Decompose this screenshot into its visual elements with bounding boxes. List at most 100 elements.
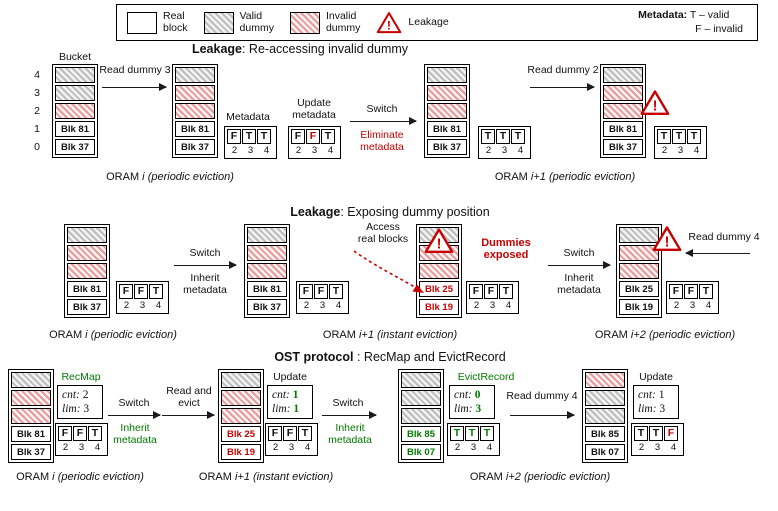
bucket-cell-real: Blk 85 [401,426,441,442]
metadata-flag: F [73,426,87,441]
bucket-cell-real: Blk 37 [67,299,107,315]
caption-oram-i2: ORAM i+2 (periodic eviction) [469,471,611,483]
bucket-cell-invalid [175,103,215,119]
leakage-warning-icon: ! [377,12,402,34]
block-label: Blk 37 [17,446,45,458]
metadata-flag: T [321,129,335,144]
metadata-flag: F [299,284,313,299]
bucket-cell-valid [401,372,441,388]
metadata-flag: T [511,129,525,144]
metadata-flag: T [450,426,464,441]
block-label: Blk 07 [591,446,619,458]
bucket-cell-valid [221,372,261,388]
metadata-slot-number: 4 [304,442,311,453]
metadata-flag: T [649,426,663,441]
leakage-warning-icon: ! [652,226,682,251]
caption-oram-i: ORAM i (periodic eviction) [106,171,234,183]
metadata-slot-number: 3 [470,442,477,453]
label-switch: Switch [118,397,150,409]
label-evictrecord: EvictRecord [457,371,515,383]
metadata-flag: F [58,426,72,441]
bucket-cell-real: Blk 07 [585,444,625,460]
metadata-slot-number: 2 [62,442,69,453]
metadata-flag: F [291,129,305,144]
metadata-slot-number: 4 [670,442,677,453]
arrow-read-dummy-2 [530,83,595,92]
leakage-warning-icon: ! [640,90,670,115]
access-real-blocks-arrow [353,250,424,293]
metadata-flag: F [469,284,483,299]
leakage-warning-icon: ! [424,228,454,253]
label-metadata: Metadata [226,111,270,123]
arrow-read-and-evict [162,411,215,420]
metadata-slot-number: 4 [705,300,712,311]
label-recmap: RecMap [61,371,101,383]
caption-oram-i: ORAM i (periodic eviction) [16,471,144,483]
metadata-flag: T [499,284,513,299]
metadata-flag: F [664,426,678,441]
metadata-slot-number: 4 [94,442,101,453]
block-label: Blk 81 [609,123,637,135]
bucket-cell-real: Blk 25 [619,281,659,297]
bucket-cell-invalid [427,85,467,101]
bucket-cell-invalid [603,85,643,101]
valid-dummy-swatch [203,11,234,34]
bucket-cell-valid [247,227,287,243]
metadata-slot-number: 2 [454,442,461,453]
metadata-flag: F [283,426,297,441]
metadata-slot-number: 2 [123,300,130,311]
metadata-slot-number: 4 [693,145,700,156]
metadata-slot-number: 3 [489,300,496,311]
metadata-slot-number: 3 [689,300,696,311]
label-update: Update [639,371,673,383]
metadata-flag: F [669,284,683,299]
bucket-cell-real: Blk 25 [419,281,459,297]
bucket-cell-real: Blk 19 [221,444,261,460]
metadata-slot-number: 2 [272,442,279,453]
label-switch: Switch [563,247,595,259]
bucket-cell-invalid [247,245,287,261]
metadata-flag: T [298,426,312,441]
metadata-legend: Metadata: T – valid F – invalid [638,9,743,35]
block-label: Blk 81 [73,283,101,295]
metadata-slot-number: 4 [263,145,270,156]
metadata-flag: F [268,426,282,441]
bucket-cell-invalid [67,245,107,261]
recmap-box-final: cnt: 1 lim: 3 [633,385,679,419]
bucket-cell-valid [11,372,51,388]
metadata-slot-number: 3 [501,145,508,156]
bucket-cell-invalid [619,245,659,261]
section-title-reaccessing-invalid-dummy: Leakage: Re-accessing invalid dummy [191,42,409,56]
metadata-slot-number: 2 [473,300,480,311]
metadata-flag: F [314,284,328,299]
bucket-cell-real: Blk 37 [11,444,51,460]
bucket-cell-invalid [11,390,51,406]
caption-oram-i2: ORAM i+2 (periodic eviction) [594,329,736,341]
metadata-flag: T [481,129,495,144]
bucket-cell-real: Blk 81 [67,281,107,297]
bucket-cell-valid [175,67,215,83]
caption-oram-i1: ORAM i+1 (instant eviction) [322,329,458,341]
bucket-cell-invalid [427,103,467,119]
metadata-slot-number: 4 [517,145,524,156]
metadata-slot-number: 2 [485,145,492,156]
metadata-flag: T [242,129,256,144]
arrow-switch [322,411,377,420]
arrow-switch [350,117,417,126]
bucket-cell-invalid [11,408,51,424]
metadata-slot-number: 4 [486,442,493,453]
arrow-read-dummy-4 [685,249,750,258]
